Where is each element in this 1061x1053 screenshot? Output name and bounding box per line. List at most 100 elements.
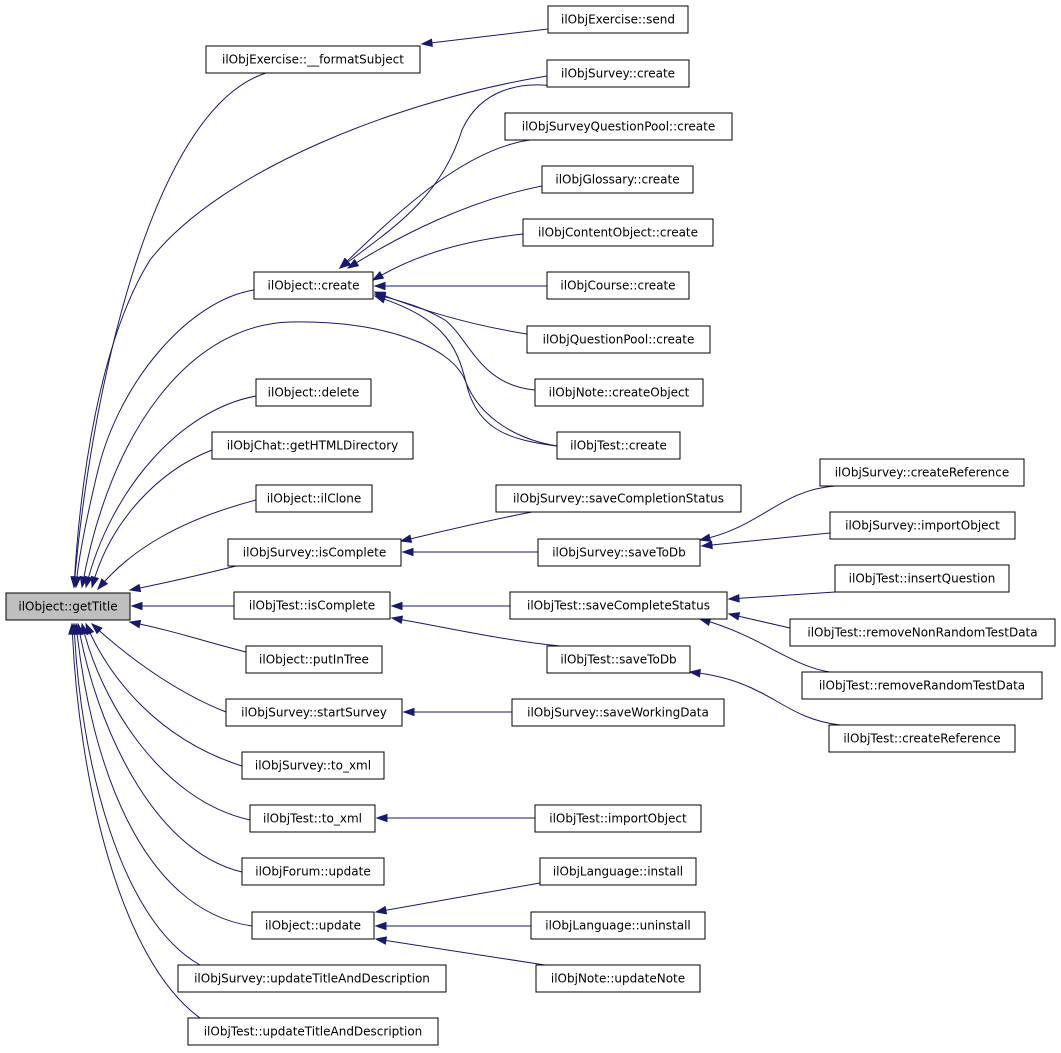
edge-tstIsComplete-to-getTitle <box>130 601 234 611</box>
node-box <box>535 964 701 993</box>
node-tstSaveToDb[interactable]: ilObjTest::saveToDb <box>546 645 691 674</box>
node-objCreate[interactable]: ilObject::create <box>253 271 374 300</box>
node-box <box>253 271 374 300</box>
edge-line <box>372 233 524 281</box>
edge-line <box>129 621 247 653</box>
edge-line <box>699 618 831 673</box>
node-svUpdTitle[interactable]: ilObjSurvey::updateTitleAndDescription <box>177 964 447 993</box>
edge-line <box>73 75 548 588</box>
edge-line <box>85 395 257 588</box>
arrowhead <box>727 594 740 603</box>
edge-lngUninstall-to-objUpdate <box>374 921 531 931</box>
edge-line <box>374 293 536 391</box>
edge-qpCreate-to-objCreate <box>373 291 528 335</box>
edge-glCreate-to-objCreate <box>346 185 543 269</box>
node-qpCreate[interactable]: ilObjQuestionPool::create <box>526 325 711 354</box>
node-objPutInTree[interactable]: ilObject::putInTree <box>245 645 383 674</box>
node-lngUninstall[interactable]: ilObjLanguage::uninstall <box>530 911 706 940</box>
node-label: ilObject::ilClone <box>267 492 362 506</box>
node-svStart[interactable]: ilObjSurvey::startSurvey <box>225 698 403 727</box>
edge-tstRemoveNR-to-tstSaveComp <box>727 612 791 629</box>
edge-line <box>91 623 227 713</box>
node-exSend[interactable]: ilObjExercise::send <box>547 5 689 34</box>
node-label: ilObjSurvey::isComplete <box>243 546 386 560</box>
node-objUpdate[interactable]: ilObject::update <box>251 911 375 940</box>
edge-svSaveToDb-to-svIsComplete <box>401 547 538 557</box>
node-svSaveToDb[interactable]: ilObjSurvey::saveToDb <box>537 538 701 567</box>
node-svCreateRef[interactable]: ilObjSurvey::createReference <box>819 458 1025 487</box>
node-box <box>522 218 714 247</box>
edge-line <box>129 565 237 591</box>
node-noteCreate[interactable]: ilObjNote::createObject <box>534 378 704 407</box>
node-svImport[interactable]: ilObjSurvey::importObject <box>829 511 1016 540</box>
nodes-layer: ilObject::getTitle ilObjExercise::__forma… <box>5 5 1056 1046</box>
edge-noteCreate-to-objCreate <box>373 292 536 391</box>
node-glCreate[interactable]: ilObjGlossary::create <box>541 165 694 194</box>
node-exFormat[interactable]: ilObjExercise::__formatSubject <box>205 45 421 74</box>
node-box <box>233 591 391 620</box>
node-label: ilObjLanguage::install <box>553 865 683 879</box>
node-tstCreateRef[interactable]: ilObjTest::createReference <box>828 724 1016 753</box>
node-label: ilObjSurvey::saveToDb <box>552 546 686 560</box>
node-objClone[interactable]: ilObject::ilClone <box>255 484 373 513</box>
node-lngInstall[interactable]: ilObjLanguage::install <box>539 857 697 886</box>
edge-svStart-to-getTitle <box>90 623 227 713</box>
node-label: ilObjTest::insertQuestion <box>849 572 996 586</box>
node-sqpCreate[interactable]: ilObjSurveyQuestionPool::create <box>504 112 733 141</box>
arrowhead <box>128 619 142 629</box>
arrowhead <box>90 575 100 589</box>
edge-line <box>689 671 841 726</box>
node-label: ilObjNote::updateNote <box>551 972 685 986</box>
arrowhead <box>399 534 413 543</box>
node-coCreate[interactable]: ilObjContentObject::create <box>522 218 714 247</box>
node-box <box>245 645 383 674</box>
node-tstUpdTitle[interactable]: ilObjTest::updateTitleAndDescription <box>187 1017 439 1046</box>
node-tstToXml[interactable]: ilObjTest::to_xml <box>249 804 376 833</box>
node-label: ilObjSurvey::to_xml <box>255 759 371 773</box>
node-box <box>526 325 711 354</box>
node-tstRemoveR[interactable]: ilObjTest::removeRandomTestData <box>801 671 1043 700</box>
node-tstInsertQ[interactable]: ilObjTest::insertQuestion <box>834 564 1010 593</box>
arrowhead <box>401 547 414 557</box>
node-chatDir[interactable]: ilObjChat::getHTMLDirectory <box>211 431 414 460</box>
node-box <box>5 592 131 621</box>
arrowhead <box>90 623 103 635</box>
edge-svCreateRef-to-svSaveToDb <box>698 485 836 542</box>
node-objDelete[interactable]: ilObject::delete <box>255 378 372 407</box>
node-tstCreate[interactable]: ilObjTest::create <box>556 431 681 460</box>
node-getTitle[interactable]: ilObject::getTitle <box>5 592 131 621</box>
node-box <box>205 45 421 74</box>
edge-coCreate-to-objCreate <box>371 233 524 281</box>
node-svToXml[interactable]: ilObjSurvey::to_xml <box>241 751 385 780</box>
edge-line <box>421 28 549 45</box>
node-label: ilObject::getTitle <box>18 600 117 614</box>
node-svSaveComp[interactable]: ilObjSurvey::saveCompletionStatus <box>495 484 742 513</box>
edge-noteUpdate-to-objUpdate <box>374 936 546 966</box>
arrowhead <box>97 578 109 591</box>
arrowhead <box>688 668 701 678</box>
node-tstRemoveNR[interactable]: ilObjTest::removeNonRandomTestData <box>789 618 1056 647</box>
node-svIsComplete[interactable]: ilObjSurvey::isComplete <box>227 538 402 567</box>
node-crsCreate[interactable]: ilObjCourse::create <box>546 271 690 300</box>
edge-line <box>75 623 253 927</box>
node-box <box>829 511 1016 540</box>
node-label: ilObject::delete <box>268 386 360 400</box>
edge-svSaveWork-to-svStart <box>402 707 512 717</box>
arrowhead <box>346 258 360 269</box>
edge-line <box>97 499 257 590</box>
node-noteUpdate[interactable]: ilObjNote::updateNote <box>535 964 701 993</box>
node-svCreate[interactable]: ilObjSurvey::create <box>546 59 690 88</box>
edge-objDelete-to-getTitle <box>84 395 257 589</box>
arrowhead <box>390 601 403 611</box>
node-label: ilObjSurvey::saveWorkingData <box>527 706 709 720</box>
edge-line <box>400 511 533 542</box>
edge-objCreate-to-getTitle <box>72 289 255 589</box>
node-tstIsComplete[interactable]: ilObjTest::isComplete <box>233 591 391 620</box>
edge-lngInstall-to-objUpdate <box>374 882 541 915</box>
node-box <box>546 271 690 300</box>
node-tstSaveComp[interactable]: ilObjTest::saveCompleteStatus <box>509 591 728 620</box>
node-svSaveWork[interactable]: ilObjSurvey::saveWorkingData <box>511 698 725 727</box>
node-tstImport[interactable]: ilObjTest::importObject <box>534 804 702 833</box>
node-frmUpdate[interactable]: ilObjForum::update <box>241 857 385 886</box>
node-box <box>539 857 697 886</box>
